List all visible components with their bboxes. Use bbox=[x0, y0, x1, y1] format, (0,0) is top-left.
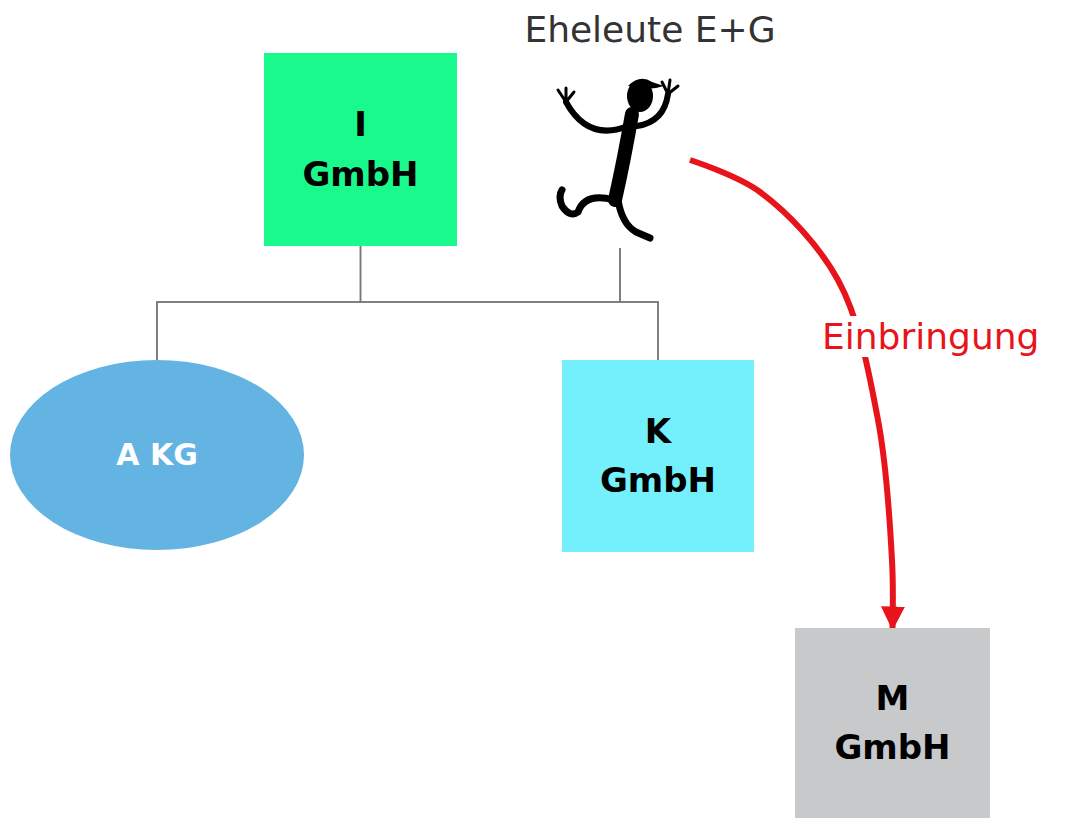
company-box: M GmbH bbox=[795, 628, 990, 818]
figure-arm bbox=[566, 102, 628, 131]
company-box: I GmbH bbox=[264, 53, 457, 246]
figure-leg bbox=[618, 200, 650, 238]
node-label: I GmbH bbox=[302, 100, 418, 199]
partnership-ellipse: A KG bbox=[10, 360, 304, 550]
ownership-line bbox=[361, 246, 659, 360]
person-label: Eheleute E+G bbox=[524, 8, 775, 51]
node-label: M GmbH bbox=[834, 674, 950, 773]
ownership-line bbox=[157, 246, 361, 360]
ownership-line bbox=[157, 248, 620, 360]
company-box: K GmbH bbox=[562, 360, 754, 552]
ownership-line bbox=[620, 248, 658, 360]
ellipse-shape bbox=[10, 360, 304, 550]
node-label: A KG bbox=[116, 437, 198, 473]
figure-cap bbox=[628, 79, 664, 89]
figure-leg bbox=[560, 190, 614, 214]
figure-hand bbox=[558, 88, 574, 102]
node-label: K GmbH bbox=[600, 407, 716, 506]
person-node: Eheleute E+G bbox=[505, 8, 795, 248]
edge-label: Einbringung bbox=[818, 316, 1043, 357]
figure-hand bbox=[662, 80, 678, 94]
